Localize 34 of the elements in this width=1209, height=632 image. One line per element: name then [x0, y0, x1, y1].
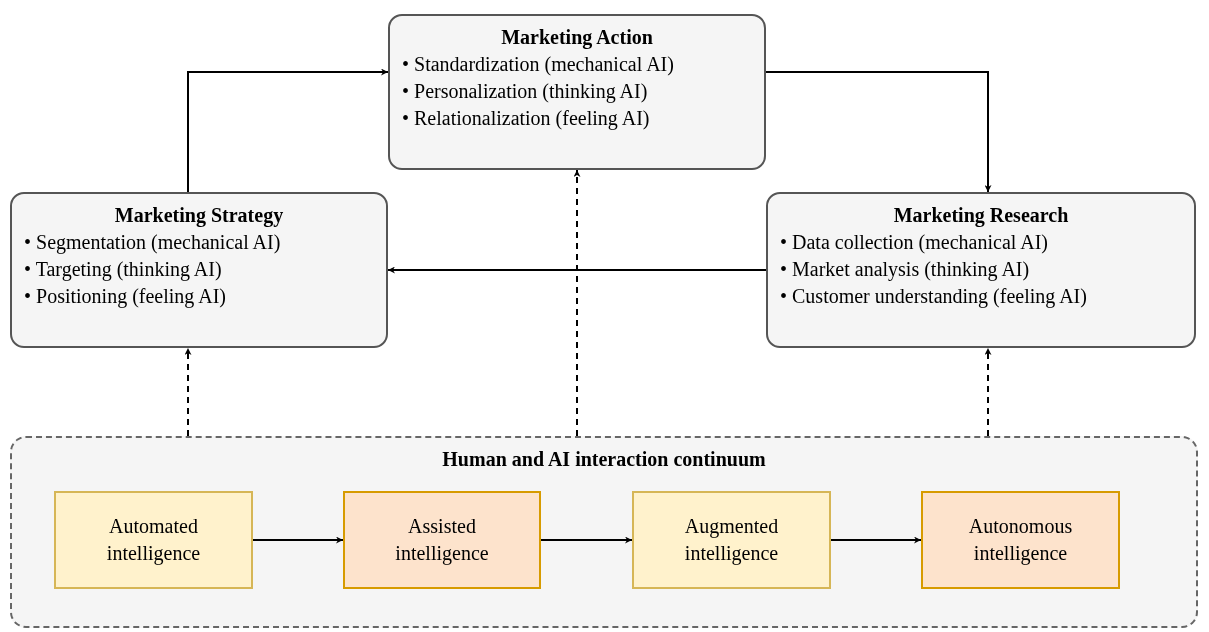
bullet-item: • Positioning (feeling AI) — [24, 284, 227, 310]
arrow — [387, 266, 767, 274]
box-label: Autonomous intelligence — [967, 514, 1074, 567]
stage-box — [388, 14, 766, 170]
arrow — [984, 347, 992, 437]
continuum-panel — [10, 436, 1198, 628]
stage-box — [10, 192, 388, 348]
level-box — [343, 491, 541, 589]
box-title: Marketing Action — [500, 25, 654, 51]
arrow — [184, 347, 192, 437]
arrow — [252, 536, 344, 544]
box-label: Assisted intelligence — [394, 514, 490, 567]
arrow — [187, 68, 389, 193]
bullet-item: • Data collection (mechanical AI) — [780, 230, 1049, 256]
bullet-item: • Standardization (mechanical AI) — [402, 52, 675, 78]
bullet-item: • Segmentation (mechanical AI) — [24, 230, 282, 256]
box-label: Automated intelligence — [105, 514, 202, 567]
arrow — [540, 536, 633, 544]
level-box — [921, 491, 1120, 589]
box-title: Marketing Research — [892, 203, 1070, 229]
box-title: Marketing Strategy — [113, 203, 285, 229]
level-box — [54, 491, 253, 589]
box-label: Augmented intelligence — [683, 514, 780, 567]
arrow — [765, 71, 992, 193]
bullet-item: • Targeting (thinking AI) — [24, 257, 223, 283]
arrow — [573, 169, 581, 437]
arrow — [830, 536, 922, 544]
level-box — [632, 491, 831, 589]
stage-box — [766, 192, 1196, 348]
bullet-item: • Market analysis (thinking AI) — [780, 257, 1031, 283]
bullet-item: • Relationalization (feeling AI) — [402, 106, 651, 132]
panel-title: Human and AI interaction continuum — [442, 447, 766, 472]
bullet-item: • Customer understanding (feeling AI) — [780, 284, 1088, 310]
bullet-item: • Personalization (thinking AI) — [402, 79, 649, 105]
